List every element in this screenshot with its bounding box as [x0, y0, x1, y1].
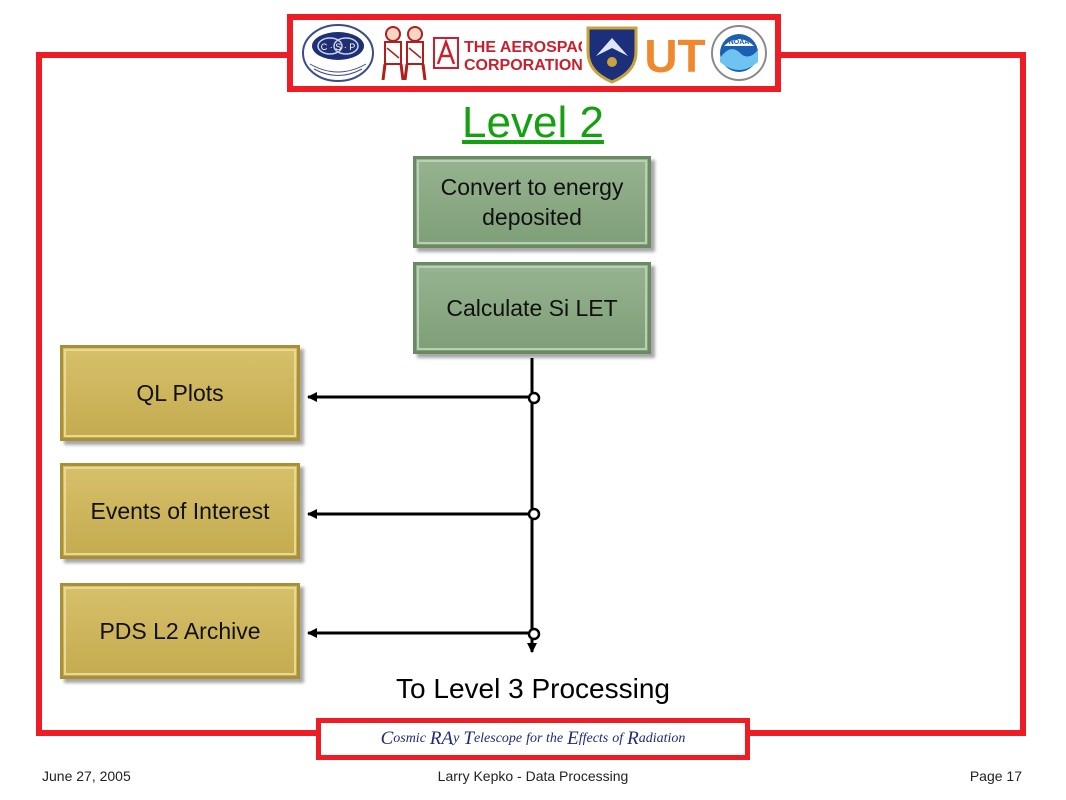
ut-logo: UT [641, 28, 709, 78]
ql-plots-output: QL Plots [60, 345, 300, 441]
page-title: Level 2 [462, 98, 604, 147]
convert-energy-step: Convert to energy deposited [413, 156, 651, 248]
svg-text:C · S · P: C · S · P [320, 42, 355, 52]
footer-page-number: Page 17 [969, 768, 1022, 784]
pds-l2-archive-label: PDS L2 Archive [99, 618, 261, 644]
next-step-label: To Level 3 Processing [396, 673, 670, 704]
svg-text:UT: UT [644, 30, 705, 78]
tagline-cap: E [567, 728, 579, 749]
tagline-cap: T [463, 728, 474, 749]
tagline-cap: C [380, 728, 394, 749]
svg-text:NOAA: NOAA [729, 39, 750, 46]
tagline-word: adiation [638, 731, 686, 746]
ql-plots-label: QL Plots [136, 380, 224, 406]
tagline-cap: R [627, 728, 639, 749]
svg-text:THE AEROSPACE: THE AEROSPACE [464, 39, 582, 56]
calculate-let-label: Calculate Si LET [446, 295, 618, 321]
tagline-word: for the [526, 731, 564, 746]
branch-node-archive [527, 627, 541, 641]
tagline-word: of [612, 731, 624, 746]
logo-banner: C · S · P THE AEROSPACE CORPORATION [287, 14, 781, 92]
pds-l2-archive-output: PDS L2 Archive [60, 583, 300, 679]
svg-text:CORPORATION: CORPORATION [464, 57, 582, 74]
csp-logo: C · S · P [300, 22, 376, 84]
tagline-cap: RA [429, 728, 454, 749]
tagline-word: y [453, 731, 460, 746]
tagline-word: elescope [473, 731, 523, 746]
branch-node-ql-plots [527, 391, 541, 405]
tagline-word: ffects [578, 731, 609, 746]
convert-energy-label: Convert to energy deposited [440, 174, 624, 230]
air-force-research-shield-logo [584, 22, 640, 84]
tagline-word: osmic [393, 731, 426, 746]
branch-node-events [527, 507, 541, 521]
events-of-interest-output: Events of Interest [60, 463, 300, 559]
mascot-figures-logo [377, 22, 431, 84]
aerospace-corporation-logo: THE AEROSPACE CORPORATION [432, 30, 582, 76]
footer-date: June 27, 2005 [42, 768, 131, 784]
footer-author: Larry Kepko - Data Processing [437, 768, 629, 784]
noaa-logo: NOAA [710, 22, 768, 84]
calculate-let-step: Calculate Si LET [413, 262, 651, 354]
events-of-interest-label: Events of Interest [90, 498, 270, 524]
